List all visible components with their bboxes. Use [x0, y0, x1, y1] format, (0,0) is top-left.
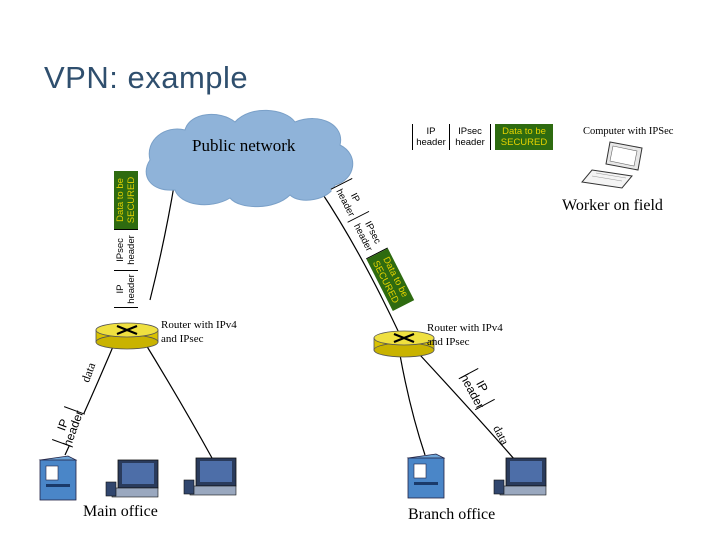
- router-right-label: Router with IPv4 and IPsec: [427, 322, 503, 348]
- link-router-pc-branch: [419, 354, 516, 461]
- packet-top-secured-data: Data to be SECURED: [495, 124, 553, 150]
- worker-label: Worker on field: [562, 197, 663, 214]
- packet-left: IP header IPsec header Data to be SECURE…: [114, 171, 140, 308]
- server-main-icon: [38, 455, 78, 501]
- workstation-branch-icon: [493, 457, 547, 496]
- packet-left-ip-header: IP header: [114, 270, 138, 308]
- slide-title: VPN: example: [44, 60, 249, 95]
- packet-top-ip-header: IP header: [412, 124, 450, 150]
- packet-left-ipsec-header: IPsec header: [114, 229, 138, 270]
- link-router-pc-main: [139, 334, 213, 459]
- router-right-icon: [373, 330, 435, 358]
- laptop-icon: [581, 141, 643, 189]
- link-router-cloud-right: [319, 189, 401, 336]
- main-office-label: Main office: [83, 503, 158, 520]
- router-left-label: Router with IPv4 and IPsec: [161, 319, 237, 345]
- workstation-main-1-icon: [105, 459, 159, 498]
- computer-label: Computer with IPSec: [583, 126, 674, 137]
- server-branch-icon: [406, 453, 446, 499]
- link-router-server-branch: [399, 354, 426, 456]
- cloud-icon: [145, 109, 354, 208]
- cloud-label: Public network: [192, 136, 296, 155]
- packet-top: IP header IPsec header Data to be SECURE…: [412, 124, 553, 150]
- packet-left-secured-data: Data to be SECURED: [114, 171, 138, 229]
- link-router-cloud-left: [149, 179, 176, 301]
- workstation-main-2-icon: [183, 457, 237, 496]
- branch-office-label: Branch office: [408, 506, 496, 523]
- packet-top-ipsec-header: IPsec header: [450, 124, 491, 150]
- router-left-icon: [95, 322, 159, 350]
